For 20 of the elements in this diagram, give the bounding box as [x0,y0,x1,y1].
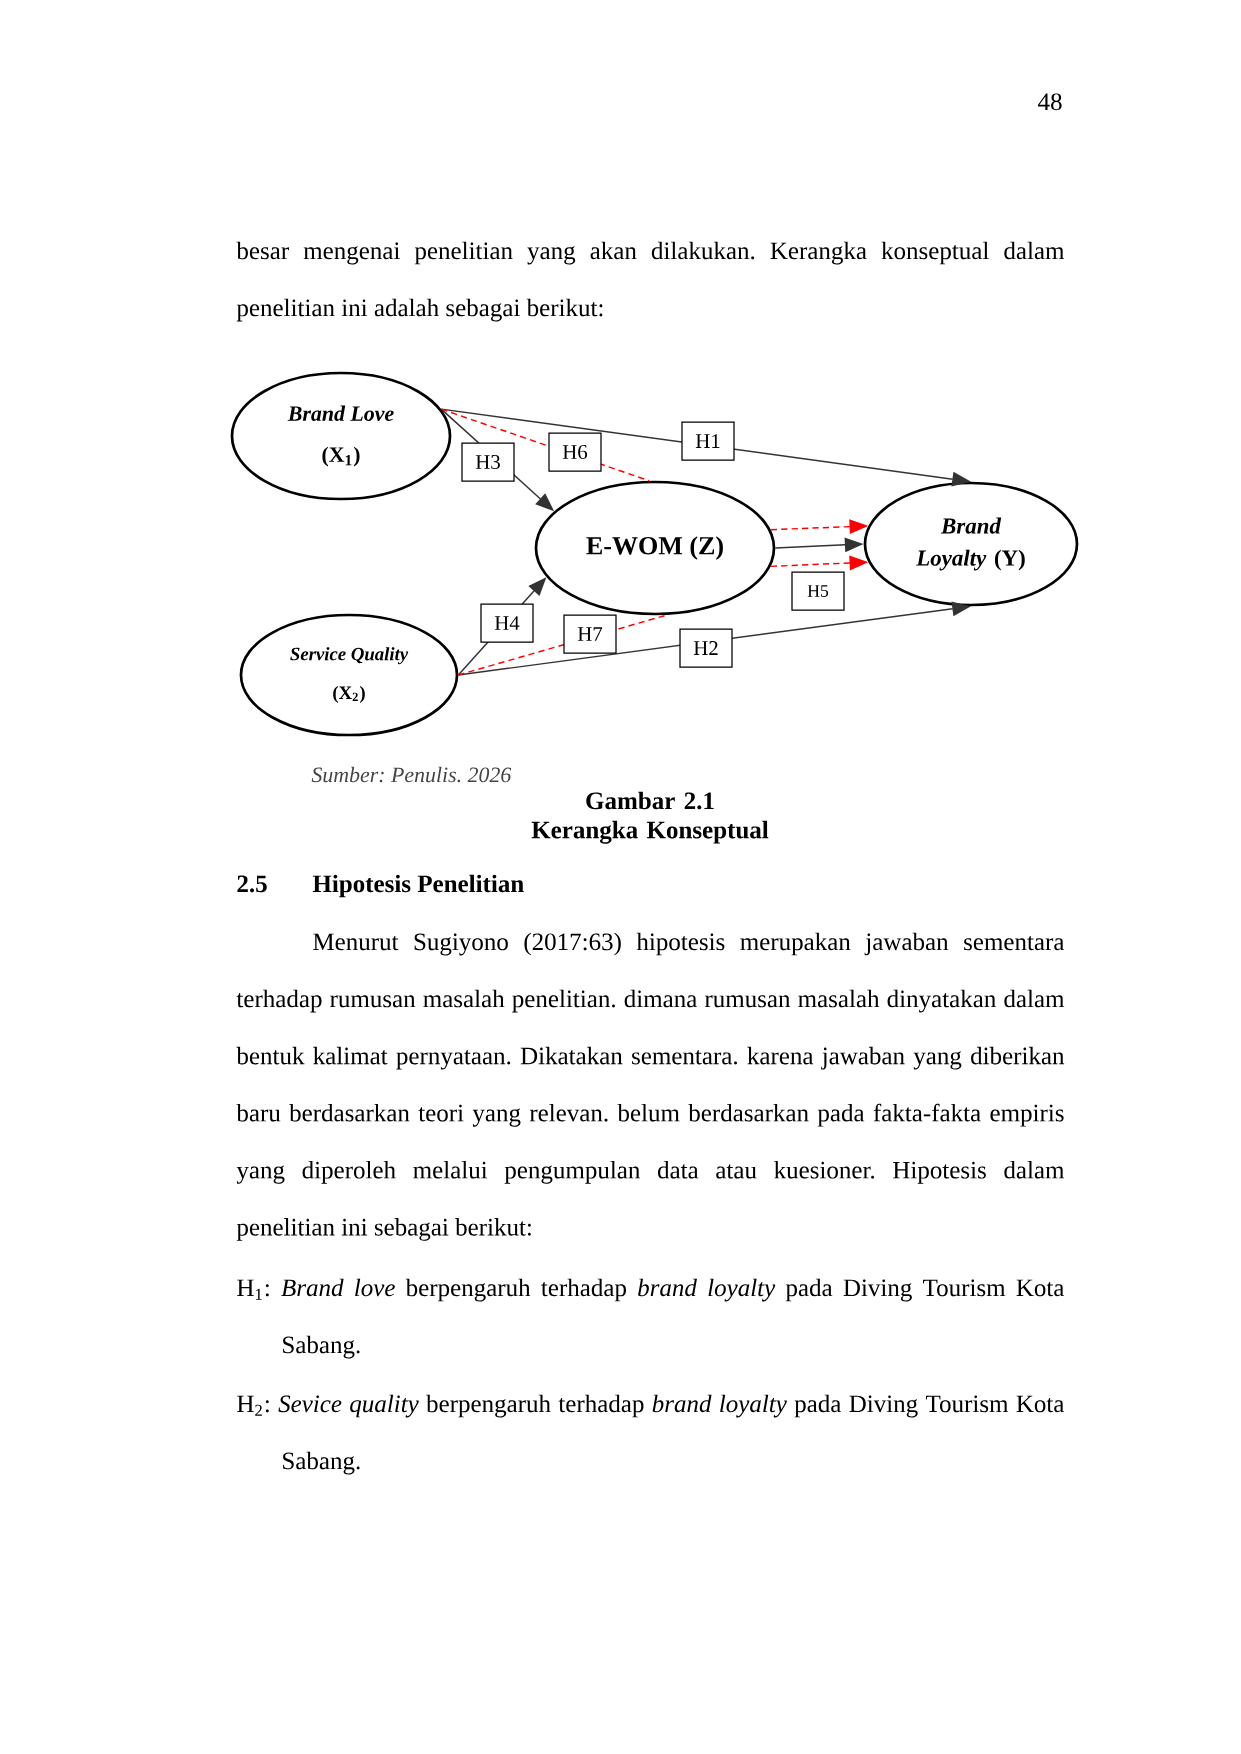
ellipse-node: E-WOM (Z) [534,480,776,616]
edge-label: H5 [791,571,845,611]
edge-label: H7 [563,614,617,654]
edge-label: H3 [461,442,515,482]
page-number: 48 [1038,93,1062,111]
paragraph: Menurut Sugiyono (2017:63) hipotesis merupakan jawaban sementara terhadap rumusan masalah penelitian. dimana rumusan masalah dinyatakan dalam bentuk kalimat pernyataan. Dikatakan sementara. karena jawaban yang diberikan baru berdasarkan teori yang relevan. belum berdasarkan pada fakta-fakta empiris yang diperoleh melalui pengumpulan data atau kuesioner. Hipotesis dalam penelitian ini sebagai berikut: [236,932,1065,1241]
paragraph: besar mengenai penelitian yang akan dilakukan. Kerangka konseptual dalam penelitian ini adalah sebagai berikut: [236,241,1065,322]
ellipse-node: Brand Loyalty (Y) [863,481,1079,607]
edge-label: H1 [681,421,735,461]
figure-caption: Gambar 2.1 Kerangka Konseptual [531,791,769,844]
section-heading: Hipotesis Penelitian [312,874,524,898]
edge-label: H6 [548,432,602,472]
ellipse-node: Brand Love (X$_{1}$) [230,371,452,501]
ellipse-node: Service Quality (X$_{2}$) [239,613,459,737]
hypothesis-item: H$_{2}$: Sevice quality berpengaruh terhadap brand loyalty pada Diving Tourism Kota Sabang. [237,1394,1065,1475]
section-heading: 2.5 [237,875,267,893]
edge-label: H4 [480,603,534,643]
source-note: Sumber: Penulis. 2026 [311,766,512,783]
edge-label: H2 [679,628,733,668]
hypothesis-item: H$_{1}$: Brand love berpengaruh terhadap brand loyalty pada Diving Tourism Kota Sabang. [237,1278,1065,1359]
